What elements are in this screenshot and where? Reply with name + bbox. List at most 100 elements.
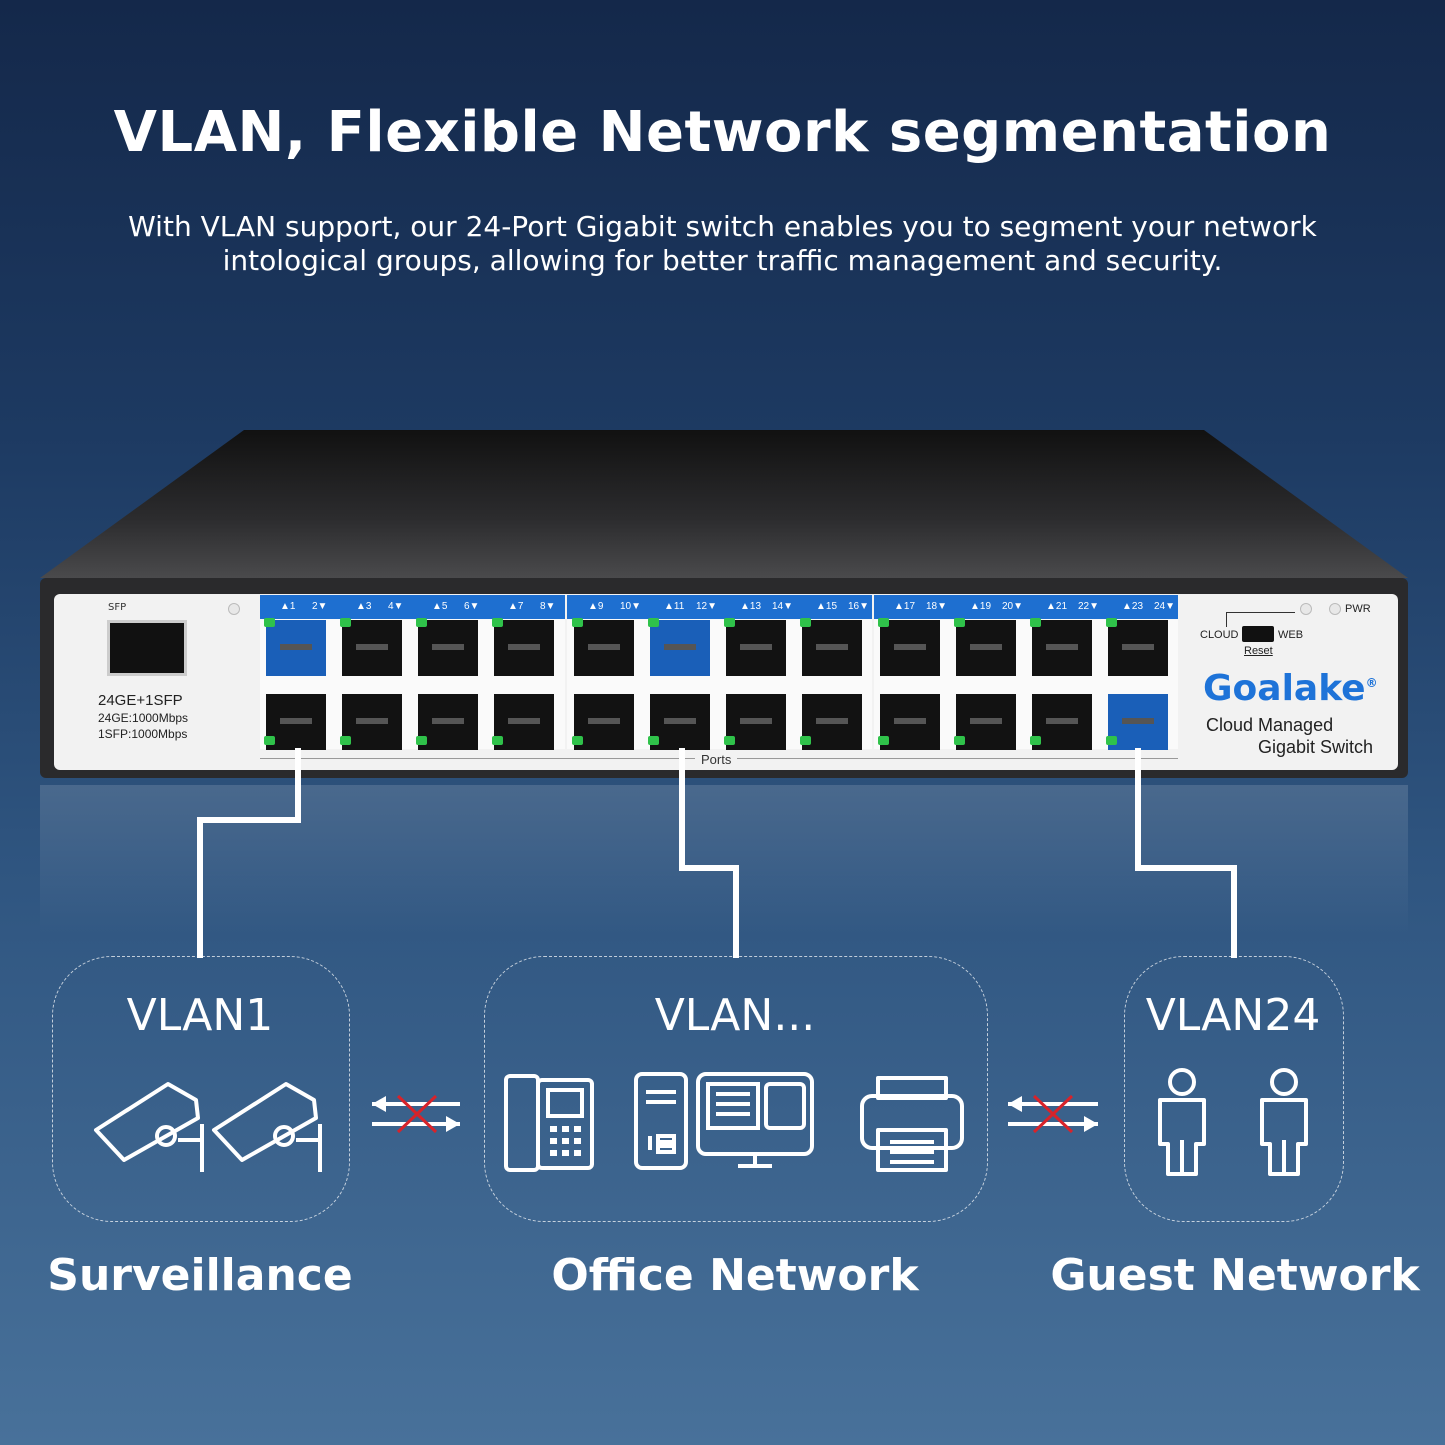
cctv-camera-icon [212,1082,322,1172]
cloud-web-switch[interactable] [1242,626,1274,642]
link-led [800,736,811,745]
port-label: 2▼ [312,601,328,612]
ethernet-port[interactable] [878,694,940,750]
ethernet-port[interactable] [648,618,710,676]
product-line-2: Gigabit Switch [1258,737,1374,757]
ethernet-port[interactable] [954,694,1016,750]
cctv-camera-icon [94,1082,204,1172]
port-contacts [1046,718,1078,724]
port-contacts [588,718,620,724]
vlan-title-office: VLAN... [654,990,816,1041]
ethernet-port[interactable] [1030,618,1092,676]
vlan-group-surveillance [52,956,350,1222]
link-led [492,736,503,745]
ethernet-port[interactable] [572,694,634,750]
pwr-label: PWR [1345,603,1371,615]
model-line-3: 1SFP:1000Mbps [98,727,188,741]
model-line-1: 24GE+1SFP [98,692,183,709]
connector-line-1 [197,748,301,958]
ethernet-port[interactable] [954,618,1016,676]
blocked-traffic-icon [372,1094,460,1134]
link-led [264,736,275,745]
ethernet-port[interactable] [340,694,402,750]
subtitle-line-1: With VLAN support, our 24-Port Gigabit s… [128,210,1317,243]
status-led [1300,603,1312,615]
link-led [1030,736,1041,745]
blocked-traffic-icon [1008,1094,1098,1134]
person-icon [1158,1068,1206,1176]
port-label: 24▼ [1154,601,1176,612]
connector-line-3 [1135,748,1237,958]
port-contacts [508,644,540,650]
vlan-group-office [484,956,988,1222]
ethernet-port[interactable] [340,618,402,676]
group-label-guest: Guest Network [1050,1250,1420,1301]
brand-logo: Goalake® [1203,668,1378,709]
port-contacts [356,718,388,724]
ethernet-port[interactable] [800,694,862,750]
ethernet-port[interactable] [1106,694,1168,750]
port-label: 16▼ [848,601,870,612]
link-led [954,736,965,745]
ethernet-port[interactable] [800,618,862,676]
link-led [416,736,427,745]
vlan-group-guest [1124,956,1344,1222]
port-contacts [432,718,464,724]
port-label: 14▼ [772,601,794,612]
port-contacts [970,718,1002,724]
port-label: 8▼ [540,601,556,612]
port-label: ▲19 [970,601,992,612]
ethernet-port[interactable] [264,618,326,676]
port-label: 6▼ [464,601,480,612]
port-label: ▲21 [1046,601,1068,612]
link-led [340,618,351,627]
ethernet-port[interactable] [648,694,710,750]
port-label: 12▼ [696,601,718,612]
desktop-computer-icon [634,1072,814,1170]
vlan-title-1: VLAN1 [126,990,274,1041]
port-contacts [894,644,926,650]
ethernet-port[interactable] [572,618,634,676]
reset-button[interactable]: Reset [1244,645,1273,657]
port-label: ▲1 [280,601,296,612]
port-label: 22▼ [1078,601,1100,612]
port-contacts [740,718,772,724]
port-label: ▲9 [588,601,604,612]
link-led [724,736,735,745]
status-led [228,603,240,615]
link-led [954,618,965,627]
ethernet-port[interactable] [492,618,554,676]
link-led [340,736,351,745]
port-contacts [1122,644,1154,650]
ethernet-port[interactable] [416,618,478,676]
port-contacts [432,644,464,650]
ethernet-port[interactable] [264,694,326,750]
ethernet-port[interactable] [1030,694,1092,750]
link-led [572,618,583,627]
cloud-label: CLOUD [1200,629,1239,641]
port-label: ▲23 [1122,601,1144,612]
ethernet-port[interactable] [1106,618,1168,676]
link-led [648,736,659,745]
ethernet-port[interactable] [724,694,786,750]
port-contacts [970,644,1002,650]
bracket-line [1226,612,1295,627]
ethernet-port[interactable] [492,694,554,750]
registered-mark: ® [1365,676,1378,690]
ethernet-port[interactable] [878,618,940,676]
ethernet-port[interactable] [416,694,478,750]
port-label: 20▼ [1002,601,1024,612]
switch-top-surface [40,430,1408,578]
vlan-title-24: VLAN24 [1145,990,1321,1041]
page-title: VLAN, Flexible Network segmentation [113,100,1332,165]
pwr-led [1329,603,1341,615]
port-label: ▲5 [432,601,448,612]
port-contacts [816,644,848,650]
port-contacts [1046,644,1078,650]
web-label: WEB [1278,629,1304,641]
connector-line-2 [679,748,739,958]
ethernet-port[interactable] [724,618,786,676]
connector-lines [197,748,1237,958]
link-led [724,618,735,627]
